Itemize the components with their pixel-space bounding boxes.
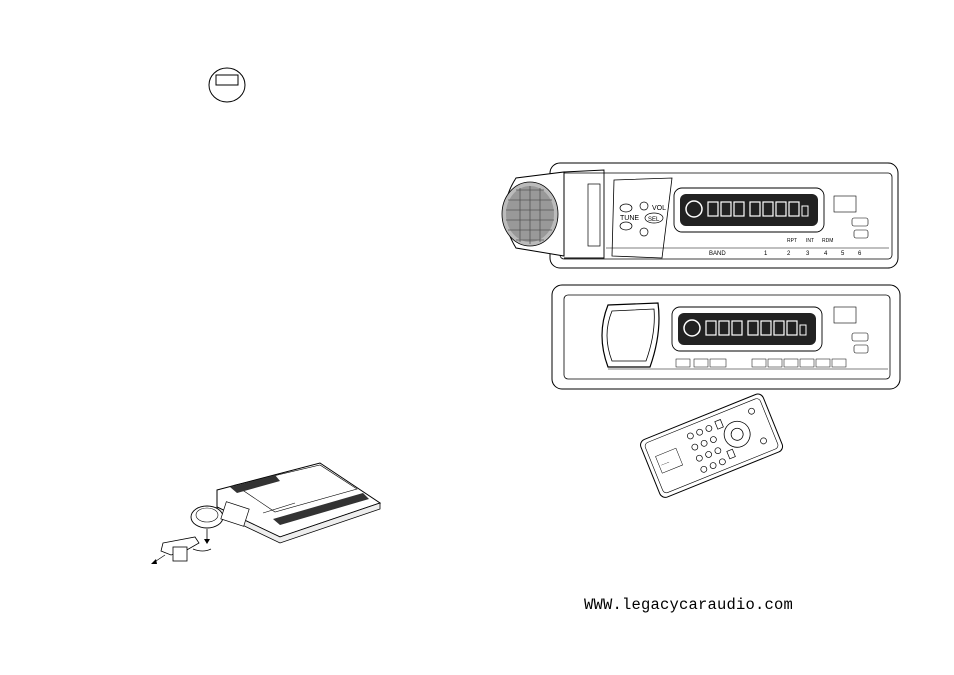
remote-control-icon: ~~~ bbox=[636, 385, 786, 509]
svg-text:RDM: RDM bbox=[822, 238, 833, 244]
vol-label: VOL bbox=[652, 205, 666, 212]
battery-tray bbox=[151, 537, 211, 564]
remote-battery-illustration bbox=[145, 455, 385, 580]
svg-text:RPT: RPT bbox=[787, 238, 797, 244]
remote-body bbox=[217, 463, 380, 543]
svg-text:BAND: BAND bbox=[709, 251, 726, 257]
radio-unit-lower bbox=[550, 283, 902, 391]
speaker-grille bbox=[502, 172, 564, 256]
faceplate-window bbox=[602, 303, 659, 367]
sel-label: SEL bbox=[648, 217, 660, 223]
reset-symbol-icon bbox=[206, 66, 248, 104]
radio-unit-upper: VOL TUNE SEL BAND 1 2 3 4 5 6 RPT INT RD… bbox=[494, 160, 902, 272]
tune-label: TUNE bbox=[620, 215, 639, 222]
website-url[interactable]: WWW.legacycaraudio.com bbox=[584, 596, 814, 614]
svg-text:INT: INT bbox=[806, 238, 814, 244]
